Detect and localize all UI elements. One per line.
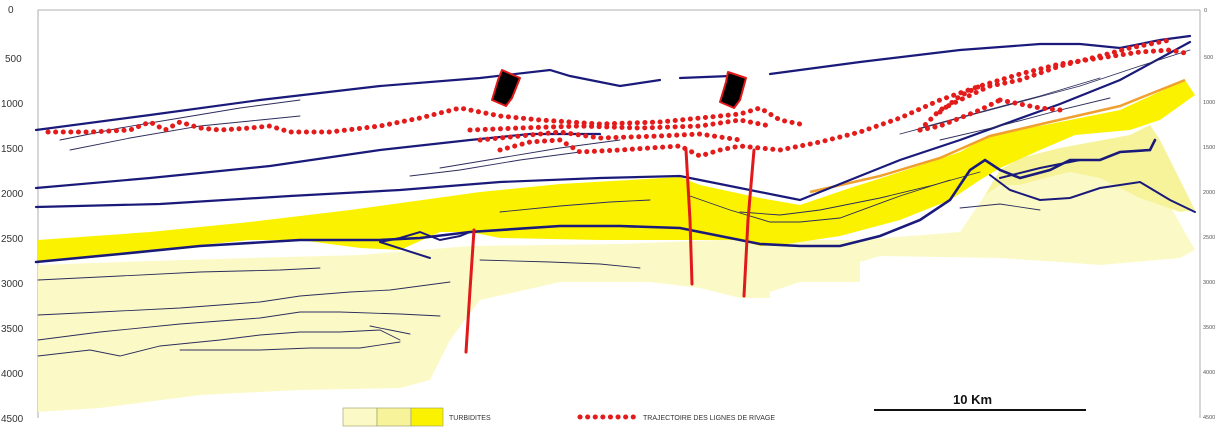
left-tick-label: 1000 (1, 99, 24, 110)
major-reflectors (34, 34, 1196, 264)
left-tick-label: 3500 (1, 324, 24, 335)
right-tick-label: 2000 (1203, 190, 1215, 196)
left-tick-label: 4000 (1, 369, 24, 380)
legend: TURBIDITES TRAJECTOIRE DES LIGNES DE RIV… (342, 407, 775, 427)
right-tick-label: 4000 (1203, 370, 1215, 376)
turbidite-pale-body (38, 135, 1195, 412)
left-tick-label: 2000 (1, 189, 24, 200)
left-tick-label: 500 (5, 54, 22, 65)
right-tick-label: 500 (1204, 55, 1213, 61)
fault-line (742, 148, 756, 298)
orange-boundary-line (809, 78, 1186, 194)
right-tick-label: 3500 (1203, 325, 1215, 331)
right-tick-label: 1500 (1203, 145, 1215, 151)
right-tick-label: 2500 (1203, 235, 1215, 241)
turbidite-mid-body (985, 125, 1195, 212)
right-tick-label: 0 (1204, 8, 1207, 14)
scale-bar: 10 Km (874, 392, 1086, 411)
markers (491, 69, 747, 109)
right-depth-axis: 0 500 1000 1500 2000 2500 3000 3500 4000… (1203, 8, 1215, 421)
faults (464, 148, 756, 354)
right-tick-label: 1000 (1203, 100, 1215, 106)
left-depth-axis: 0 500 1000 1500 2000 2500 3000 3500 4000… (1, 5, 24, 425)
legend-turbidites-label: TURBIDITES (449, 415, 491, 422)
left-tick-label: 0 (8, 5, 14, 16)
legend-turbidites-swatch (342, 407, 444, 427)
scale-bar-label: 10 Km (953, 392, 992, 407)
legend-shoreline-label: TRAJECTOIRE DES LIGNES DE RIVAGE (643, 415, 775, 422)
shoreline-trajectories (45, 37, 1193, 159)
pointer-marker-icon (719, 71, 747, 109)
fault-line (464, 228, 476, 354)
pointer-marker-icon (491, 69, 521, 107)
left-tick-label: 1500 (1, 144, 24, 155)
fault-line (684, 148, 694, 286)
left-tick-label: 3000 (1, 279, 24, 290)
left-tick-label: 4500 (1, 414, 24, 425)
left-tick-label: 2500 (1, 234, 24, 245)
turbidite-bright-band (38, 80, 1195, 262)
right-tick-label: 4500 (1203, 415, 1215, 421)
right-tick-label: 3000 (1203, 280, 1215, 286)
